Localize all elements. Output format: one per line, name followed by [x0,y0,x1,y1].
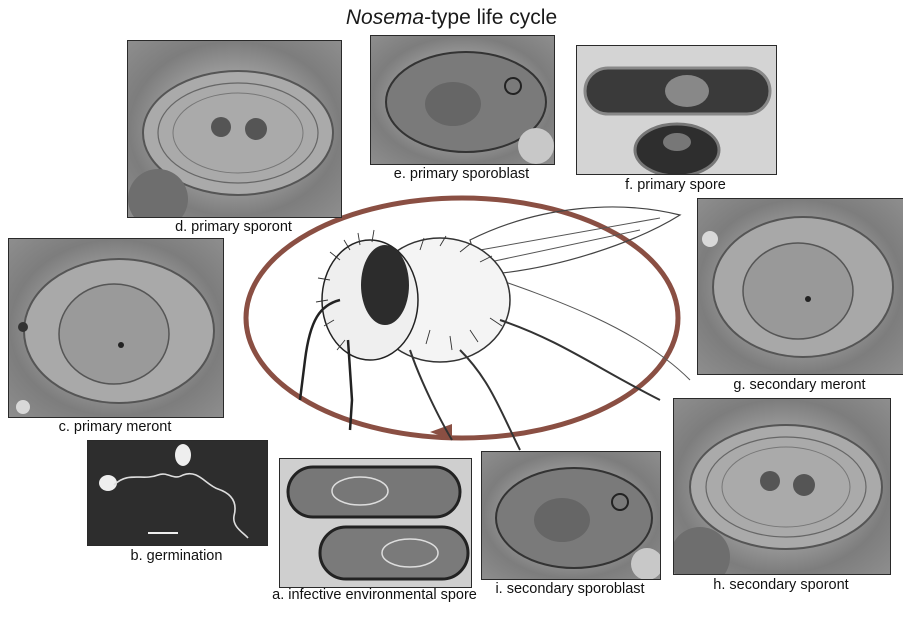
label-secondary-meront: g. secondary meront [697,377,902,393]
bee-eye [361,245,409,325]
panel-primary-sporont [127,40,342,218]
panel-secondary-meront [697,198,903,375]
panel-primary-sporoblast [370,35,555,165]
panel-secondary-sporoblast [481,451,661,580]
panel-primary-spore [576,45,777,175]
panel-secondary-sporont [673,398,891,575]
panel-germination [87,440,268,546]
label-primary-sporont: d. primary sporont [127,219,340,235]
panel-infective-environmental-spore [279,458,472,588]
label-secondary-sporoblast: i. secondary sporoblast [461,581,679,597]
label-primary-meront: c. primary meront [8,419,222,435]
label-primary-spore: f. primary spore [576,177,775,193]
panel-primary-meront [8,238,224,418]
label-germination: b. germination [87,548,266,564]
label-secondary-sporont: h. secondary sporont [673,577,889,593]
label-infective-environmental-spore: a. infective environmental spore [269,588,480,603]
label-primary-sporoblast: e. primary sporoblast [350,166,573,182]
